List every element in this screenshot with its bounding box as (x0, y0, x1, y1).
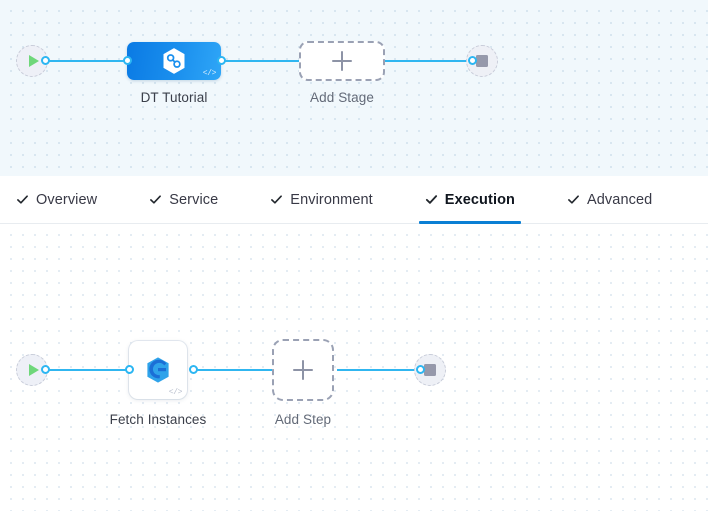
check-icon (567, 193, 580, 206)
tab-environment[interactable]: Environment (270, 176, 387, 223)
harness-hexagon-infinity-icon (163, 48, 185, 74)
tab-service-label: Service (169, 191, 219, 208)
harness-logo-icon (147, 357, 169, 383)
code-badge-icon: </> (202, 69, 217, 78)
add-stage-label: Add Stage (310, 90, 374, 105)
stage-node-dt-tutorial[interactable]: </> (127, 42, 221, 80)
tab-active-underline (418, 221, 521, 224)
port-exec-end-in[interactable] (416, 365, 425, 374)
port-step-in[interactable] (125, 365, 134, 374)
port-start-out[interactable] (41, 56, 50, 65)
play-icon (28, 55, 39, 67)
execution-step-canvas[interactable]: </> Fetch Instances Add Step (0, 224, 708, 511)
stop-square-icon (476, 55, 488, 67)
plus-icon (332, 51, 352, 71)
add-step-label: Add Step (274, 412, 332, 427)
edge-start-to-step (45, 369, 127, 371)
code-badge-icon: </> (168, 388, 183, 397)
edge-add-stage-to-end (381, 60, 471, 62)
tab-advanced[interactable]: Advanced (567, 176, 666, 223)
step-node-fetch-instances[interactable]: </> (129, 341, 187, 399)
check-icon (270, 193, 283, 206)
tab-overview[interactable]: Overview (16, 176, 111, 223)
tab-service[interactable]: Service (149, 176, 232, 223)
play-icon (28, 364, 39, 376)
port-stage-in[interactable] (123, 56, 132, 65)
pipeline-stage-canvas[interactable]: </> DT Tutorial Add Stage (0, 0, 708, 176)
edge-add-step-to-end (337, 369, 419, 371)
tab-execution[interactable]: Execution (418, 176, 529, 224)
plus-icon (293, 360, 313, 380)
tab-environment-label: Environment (290, 191, 373, 208)
port-stage-out[interactable] (217, 56, 226, 65)
port-step-out[interactable] (189, 365, 198, 374)
tab-overview-label: Overview (36, 191, 98, 208)
edge-start-to-stage (45, 60, 130, 62)
stage-node-label: DT Tutorial (140, 90, 208, 105)
port-end-in[interactable] (468, 56, 477, 65)
add-step-button[interactable] (272, 339, 334, 401)
edge-step-to-add-step (190, 369, 275, 371)
pipeline-stage-tabs: Overview Service Environment Execution (0, 176, 708, 224)
check-icon (149, 193, 162, 206)
check-icon (425, 193, 438, 206)
port-exec-start-out[interactable] (41, 365, 50, 374)
edge-stage-to-add-stage (218, 60, 303, 62)
stop-square-icon (424, 364, 436, 376)
tab-execution-label: Execution (444, 191, 515, 208)
tab-advanced-label: Advanced (587, 191, 653, 208)
add-stage-button[interactable] (299, 41, 385, 81)
step-node-label: Fetch Instances (109, 412, 207, 427)
check-icon (16, 193, 29, 206)
